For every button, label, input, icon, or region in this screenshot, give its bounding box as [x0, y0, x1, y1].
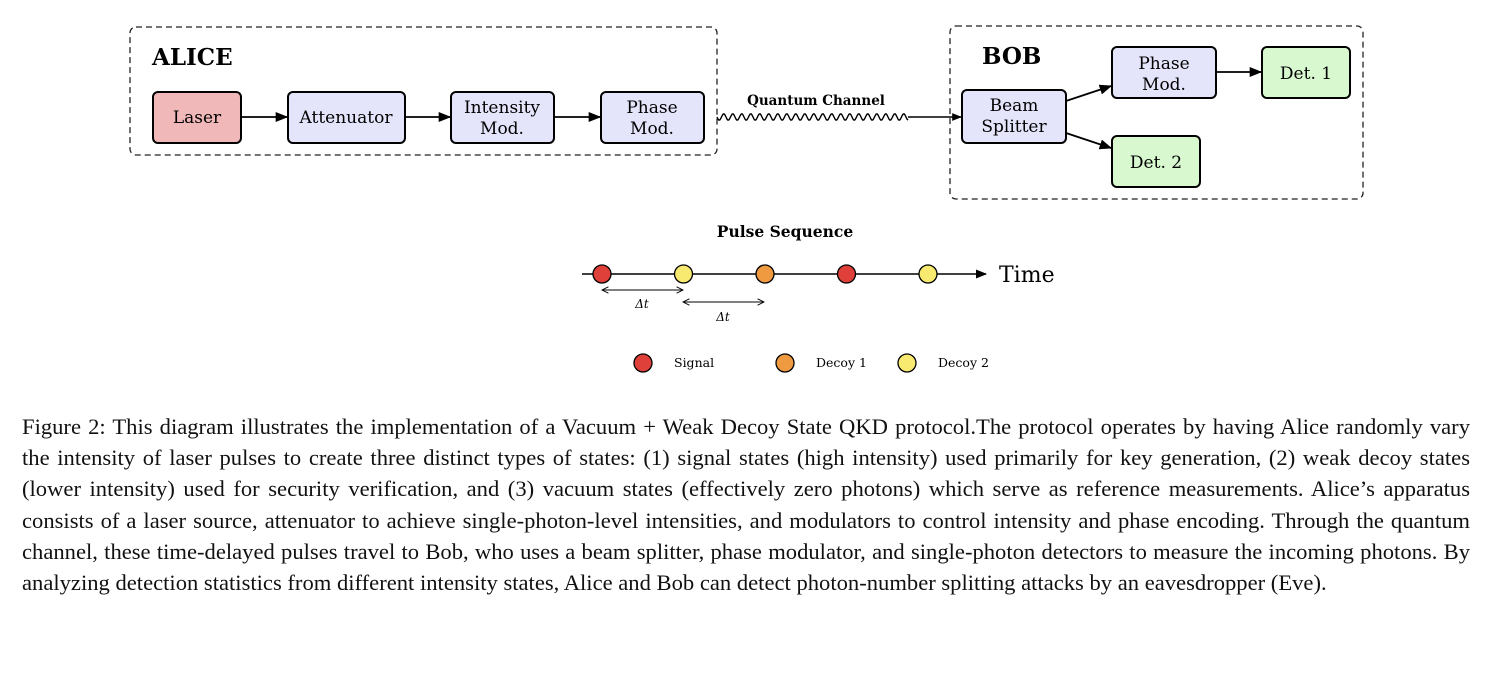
arrow-splitter-det2 — [1065, 132, 1113, 150]
beam-splitter-label-2: Splitter — [981, 117, 1047, 137]
bob-boundary — [949, 25, 1364, 200]
det1-label: Det. 1 — [1280, 64, 1332, 84]
beam-splitter-box — [961, 89, 1067, 144]
alice-phase-mod-label: Phase — [626, 98, 677, 118]
legend-signal-label: Signal — [674, 355, 714, 370]
legend-decoy1-marker — [775, 353, 795, 373]
figure-caption: Figure 2: This diagram illustrates the i… — [22, 414, 1470, 596]
legend-decoy1-label: Decoy 1 — [816, 355, 867, 370]
det2-box — [1111, 135, 1201, 188]
pulse-markers — [592, 264, 938, 284]
alice-title: ALICE — [151, 44, 233, 71]
pulse-sequence: Pulse Sequence Time Δt Δt — [582, 222, 1055, 324]
bob-phase-mod-label-2: Mod. — [1142, 75, 1186, 95]
alice-boundary — [129, 26, 718, 156]
det2-label: Det. 2 — [1130, 153, 1182, 173]
pulse-marker-2 — [673, 264, 694, 284]
interval-label-1: Δt — [634, 297, 649, 311]
pulse-sequence-title: Pulse Sequence — [717, 222, 854, 241]
bob-title: BOB — [982, 43, 1041, 70]
pulse-marker-1 — [592, 264, 612, 284]
pulse-marker-3 — [755, 264, 775, 284]
alice-group: ALICE Laser Attenuator Intensity Mod. Ph… — [129, 26, 718, 156]
interval-label-2: Δt — [715, 310, 730, 324]
intensity-mod-label: Intensity — [464, 98, 540, 118]
time-axis-label: Time — [999, 263, 1055, 288]
legend-decoy2-label: Decoy 2 — [938, 355, 989, 370]
pulse-marker-4 — [836, 264, 857, 284]
legend-signal-marker — [633, 353, 653, 373]
quantum-channel-wave — [716, 113, 909, 121]
quantum-channel: Quantum Channel — [716, 93, 962, 121]
intensity-mod-label-2: Mod. — [480, 119, 524, 139]
qkd-diagram: ALICE Laser Attenuator Intensity Mod. Ph… — [129, 25, 1364, 373]
alice-phase-mod-label-2: Mod. — [630, 119, 674, 139]
legend: Signal Decoy 1 Decoy 2 — [633, 353, 989, 373]
pulse-marker-5 — [918, 264, 938, 284]
arrow-splitter-phase — [1065, 84, 1113, 102]
bob-group: BOB Beam Splitter Phase Mod. Det. 1 Det.… — [949, 25, 1364, 200]
bob-phase-mod-label: Phase — [1138, 54, 1189, 74]
beam-splitter-label: Beam — [990, 96, 1039, 116]
attenuator-label: Attenuator — [299, 108, 394, 128]
quantum-channel-label: Quantum Channel — [747, 93, 885, 109]
laser-label: Laser — [173, 108, 222, 128]
legend-decoy2-marker — [897, 353, 917, 373]
